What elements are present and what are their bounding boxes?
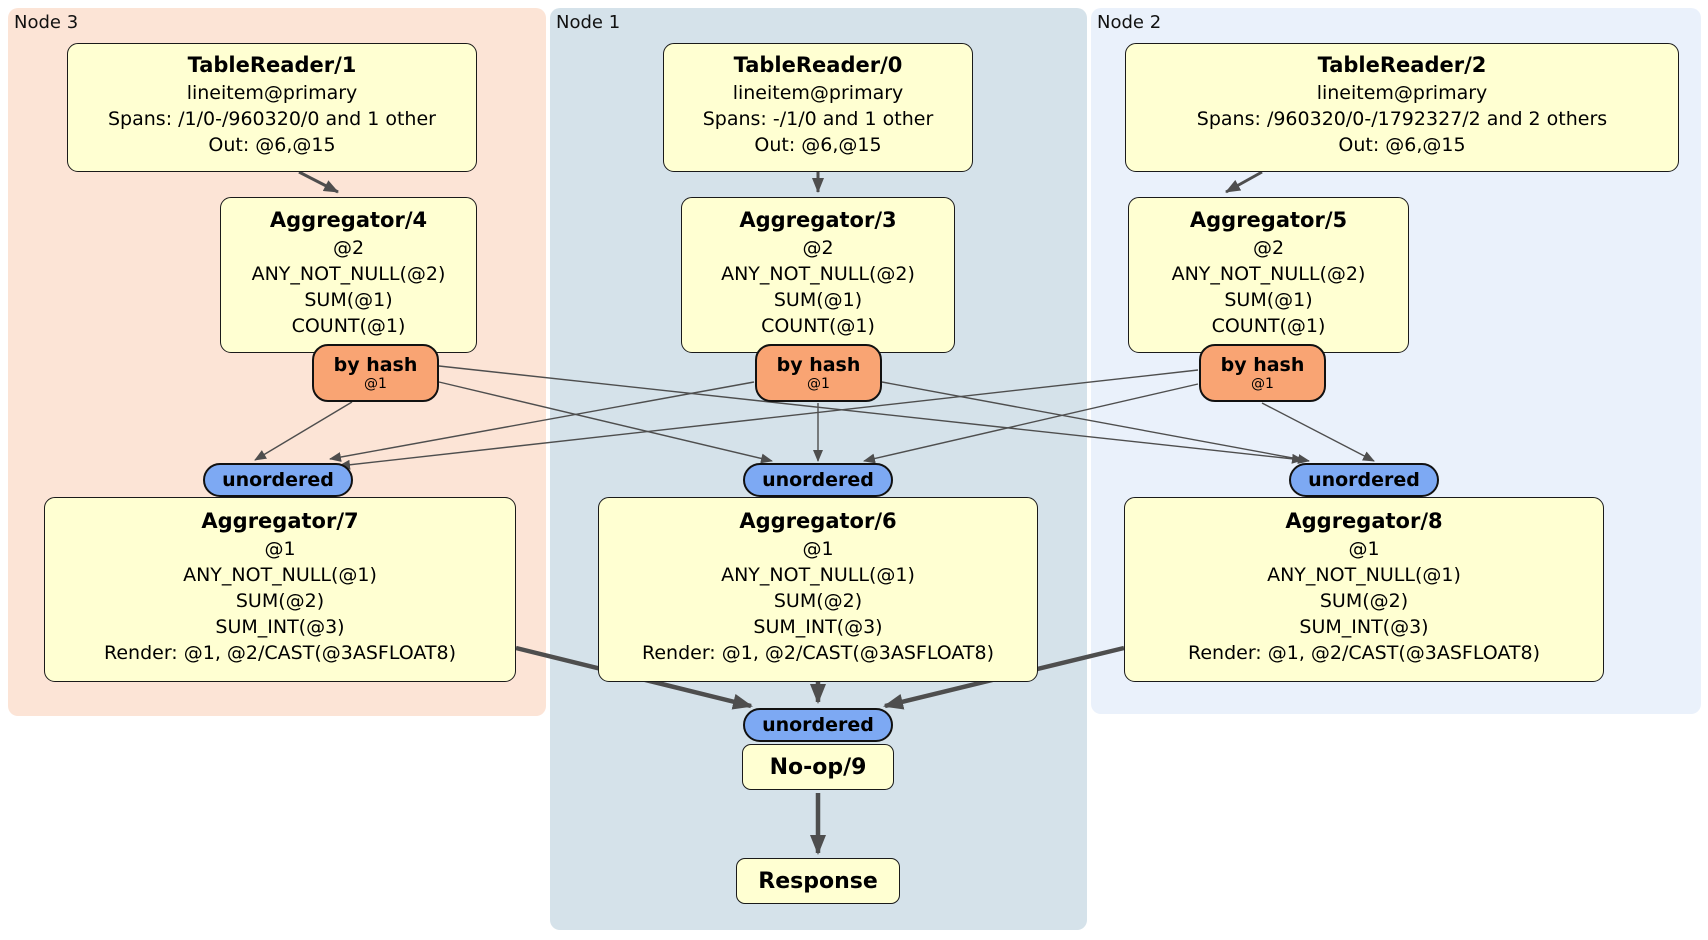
tablereader-1-spans: Spans: /1/0-/960320/0 and 1 other (108, 108, 436, 130)
aggregator-3: Aggregator/3 @2 ANY_NOT_NULL(@2) SUM(@1)… (681, 197, 955, 353)
tablereader-2-title: TableReader/2 (1317, 53, 1487, 77)
tablereader-0: TableReader/0 lineitem@primary Spans: -/… (663, 43, 973, 172)
aggregator-8-title: Aggregator/8 (1285, 509, 1443, 533)
tablereader-1-out: Out: @6,@15 (208, 134, 336, 156)
aggregator-5-title: Aggregator/5 (1189, 207, 1348, 232)
tablereader-1: TableReader/1 lineitem@primary Spans: /1… (67, 43, 477, 172)
aggregator-5: Aggregator/5 @2 ANY_NOT_NULL(@2) SUM(@1)… (1128, 197, 1409, 353)
aggregator-4-title: Aggregator/4 (269, 207, 428, 232)
aggregator-7-expr: SUM_INT(@3) (215, 616, 345, 638)
aggregator-3-title: Aggregator/3 (739, 207, 897, 232)
aggregator-4-expr: COUNT(@1) (291, 314, 406, 337)
aggregator-3-group: @2 (802, 236, 834, 259)
tablereader-2-spans: Spans: /960320/0-/1792327/2 and 2 others (1196, 108, 1608, 130)
response-box: Response (736, 858, 900, 904)
tablereader-1-index: lineitem@primary (186, 82, 358, 104)
edge-router2-sync2 (1261, 402, 1375, 462)
aggregator-4: Aggregator/4 @2 ANY_NOT_NULL(@2) SUM(@1)… (220, 197, 477, 353)
aggregator-7-render: Render: @1, @2/CAST(@3ASFLOAT8) (104, 642, 456, 664)
aggregator-6-expr: ANY_NOT_NULL(@1) (721, 564, 915, 586)
sync-unordered-final: unordered (743, 708, 893, 742)
aggregator-8-expr: SUM(@2) (1319, 590, 1409, 612)
hash-router-node1: by hash @1 (755, 344, 882, 402)
aggregator-5-expr: SUM(@1) (1224, 288, 1313, 311)
sync-unordered-node3: unordered (203, 463, 353, 497)
aggregator-6-group: @1 (802, 538, 834, 560)
tablereader-0-title: TableReader/0 (733, 53, 903, 77)
aggregator-6-title: Aggregator/6 (739, 509, 897, 533)
aggregator-7-group: @1 (264, 538, 296, 560)
aggregator-4-group: @2 (332, 236, 365, 259)
noop-box: No-op/9 (742, 744, 894, 790)
aggregator-6-expr: SUM(@2) (773, 590, 863, 612)
aggregator-8: Aggregator/8 @1 ANY_NOT_NULL(@1) SUM(@2)… (1124, 497, 1604, 682)
hash-router-node2: by hash @1 (1199, 344, 1326, 402)
aggregator-7: Aggregator/7 @1 ANY_NOT_NULL(@1) SUM(@2)… (44, 497, 516, 682)
tablereader-0-spans: Spans: -/1/0 and 1 other (702, 108, 934, 130)
aggregator-5-group: @2 (1252, 236, 1285, 259)
panel-node2-label: Node 2 (1097, 12, 1162, 33)
hash-router-node2-label: by hash (1220, 353, 1305, 376)
edge-tablereader2-aggregator5 (1225, 170, 1263, 194)
aggregator-4-expr: ANY_NOT_NULL(@2) (251, 262, 446, 285)
aggregator-7-expr: ANY_NOT_NULL(@1) (183, 564, 377, 586)
aggregator-8-render: Render: @1, @2/CAST(@3ASFLOAT8) (1188, 642, 1540, 664)
aggregator-6-render: Render: @1, @2/CAST(@3ASFLOAT8) (642, 642, 994, 664)
edge-router1-sync2 (881, 381, 1310, 464)
aggregator-8-group: @1 (1348, 538, 1380, 560)
panel-node1-label: Node 1 (556, 12, 621, 33)
tablereader-1-title: TableReader/1 (187, 53, 357, 77)
hash-router-node2-key: @1 (1251, 375, 1274, 392)
aggregator-5-expr: ANY_NOT_NULL(@2) (1171, 262, 1366, 285)
panel-node3-label: Node 3 (14, 12, 79, 33)
hash-router-node1-label: by hash (776, 353, 861, 376)
aggregator-6: Aggregator/6 @1 ANY_NOT_NULL(@1) SUM(@2)… (598, 497, 1038, 682)
edge-router1-sync3 (329, 381, 755, 462)
edge-router3-sync1 (438, 381, 773, 464)
edge-router2-sync1 (863, 383, 1199, 464)
tablereader-2-index: lineitem@primary (1316, 82, 1488, 104)
tablereader-2: TableReader/2 lineitem@primary Spans: /9… (1125, 43, 1679, 172)
tablereader-2-out: Out: @6,@15 (1338, 134, 1466, 156)
aggregator-8-expr: ANY_NOT_NULL(@1) (1267, 564, 1461, 586)
tablereader-0-out: Out: @6,@15 (754, 134, 882, 156)
edge-router3-sync2 (438, 365, 1304, 464)
edge-router2-sync3 (338, 369, 1199, 470)
hash-router-node1-key: @1 (807, 375, 830, 392)
edge-tablereader1-aggregator4 (298, 170, 339, 194)
aggregator-3-expr: COUNT(@1) (761, 314, 875, 337)
edge-router3-sync3 (254, 401, 353, 461)
hash-router-node3-label: by hash (333, 353, 418, 376)
aggregator-3-expr: SUM(@1) (773, 288, 863, 311)
aggregator-4-expr: SUM(@1) (304, 288, 393, 311)
aggregator-7-title: Aggregator/7 (201, 509, 359, 533)
aggregator-5-expr: COUNT(@1) (1211, 314, 1326, 337)
aggregator-7-expr: SUM(@2) (235, 590, 325, 612)
sync-unordered-node1: unordered (743, 463, 893, 497)
hash-router-node3: by hash @1 (312, 344, 439, 402)
sync-unordered-node2: unordered (1289, 463, 1439, 497)
aggregator-8-expr: SUM_INT(@3) (1299, 616, 1429, 638)
aggregator-3-expr: ANY_NOT_NULL(@2) (721, 262, 915, 285)
hash-router-node3-key: @1 (364, 375, 387, 392)
aggregator-6-expr: SUM_INT(@3) (753, 616, 883, 638)
tablereader-0-index: lineitem@primary (732, 82, 904, 104)
